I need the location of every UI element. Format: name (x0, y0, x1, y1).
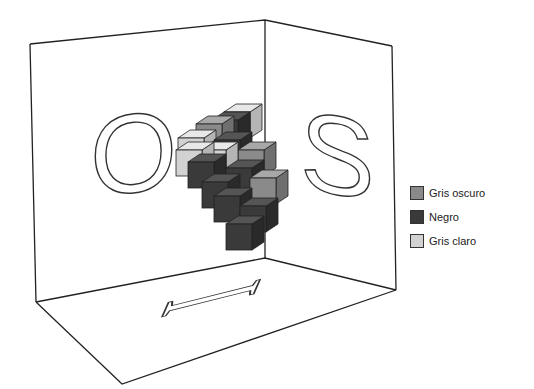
cube-top (196, 116, 234, 124)
legend-swatch (410, 234, 424, 248)
legend-swatch (410, 186, 424, 200)
legend-entry: Gris oscuro (410, 186, 485, 200)
cube-front (226, 224, 252, 250)
legend-entry: Gris claro (410, 234, 476, 248)
legend-label: Gris claro (429, 235, 476, 247)
wall-top-edges (30, 20, 392, 46)
legend-swatch (410, 210, 424, 224)
cube-top (238, 142, 276, 150)
cube-top (214, 188, 252, 196)
legend-entry: Negro (410, 210, 459, 224)
cube-top (188, 154, 226, 162)
cube-top (202, 174, 240, 182)
cube-top (226, 216, 264, 224)
cube-top (226, 160, 264, 168)
right-wall-edge (392, 46, 396, 290)
left-wall-edge (30, 44, 36, 302)
legend-label: Gris oscuro (429, 187, 485, 199)
legend-label: Negro (429, 211, 459, 223)
cube-top (250, 170, 288, 178)
cube (226, 216, 264, 250)
cube-top (178, 130, 216, 138)
letter-outline: O (90, 94, 177, 214)
cube-top (224, 104, 262, 112)
cube-top (214, 132, 252, 140)
letter-outline: S (300, 93, 375, 218)
cube-top (176, 142, 214, 150)
letter-outline: I (138, 271, 286, 324)
cube-top (240, 198, 278, 206)
